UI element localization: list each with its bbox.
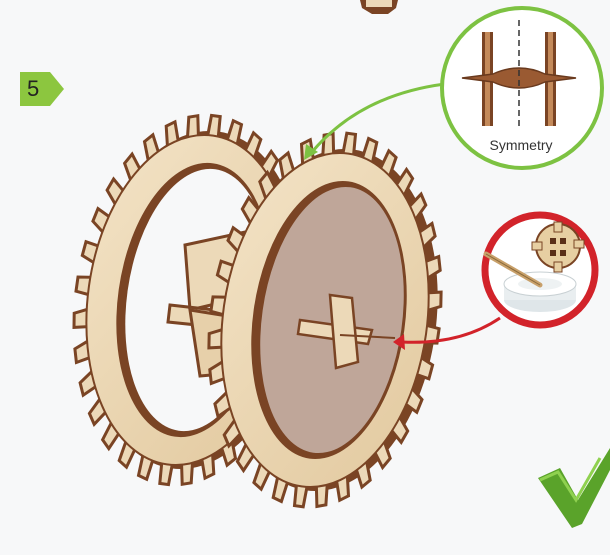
step-number: 5 (27, 76, 39, 102)
glue-callout (485, 215, 595, 325)
checkmark-icon (538, 448, 610, 528)
cropped-part-top (360, 0, 398, 14)
step-badge: 5 (20, 72, 64, 106)
symmetry-label: Symmetry (476, 137, 566, 153)
